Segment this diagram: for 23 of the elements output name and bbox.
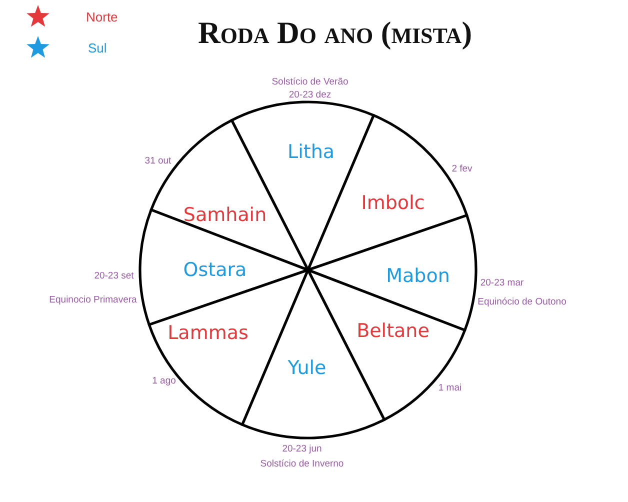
date-label: Solstício de Inverno: [260, 458, 344, 470]
sabbat-name: Litha: [288, 141, 334, 163]
sabbat-name: Imbolc: [361, 192, 425, 214]
date-label: 31 out: [144, 156, 172, 166]
date-label: Equinocio Primavera: [49, 294, 137, 306]
sabbat-name: Beltane: [356, 320, 430, 342]
date-label: 20-23 jun: [282, 444, 322, 454]
title: Roda Do ano (mista): [198, 15, 472, 51]
sabbat-name: Yule: [288, 357, 326, 379]
date-label: 20-23 mar: [480, 278, 524, 288]
sabbat-name: Mabon: [386, 265, 450, 287]
legend-label: Sul: [88, 40, 107, 56]
date-label: 20-23 set: [94, 270, 134, 282]
legend-label: Norte: [86, 10, 118, 24]
date-label: Equinócio de Outono: [478, 296, 566, 308]
date-label: 1 mai: [438, 382, 462, 394]
sabbat-name: Lammas: [168, 322, 248, 344]
date-label: Solstício de Verão: [272, 76, 348, 88]
sabbat-name: Ostara: [183, 259, 247, 281]
date-label: 1 ago: [152, 376, 176, 386]
sabbat-name: Samhain: [183, 204, 267, 226]
date-label: 20-23 dez: [288, 90, 332, 100]
date-label: 2 fev: [452, 164, 472, 174]
